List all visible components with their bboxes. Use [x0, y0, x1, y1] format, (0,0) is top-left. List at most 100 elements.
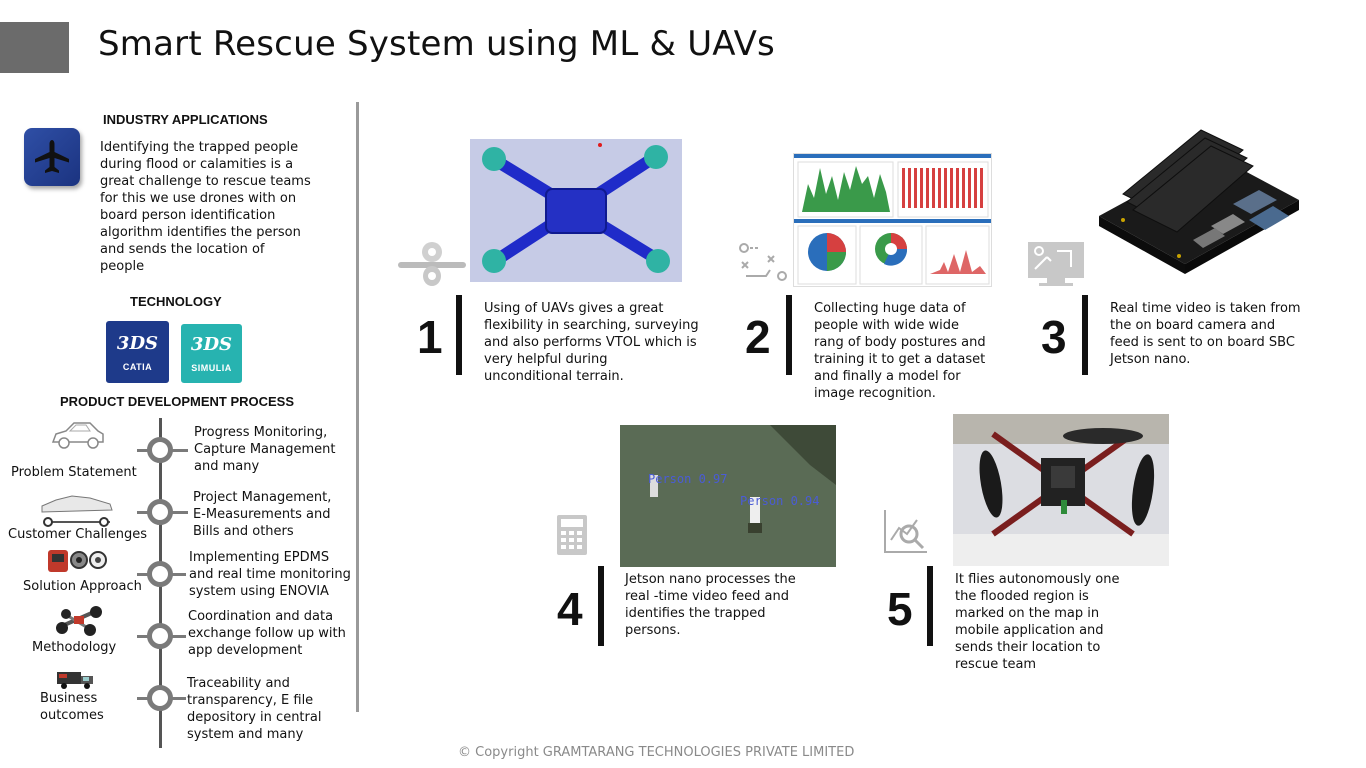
logo-label: SIMULIA [191, 363, 232, 373]
car-body-icon [38, 492, 116, 533]
industry-line: during flood or calamities is a [100, 157, 294, 172]
industry-description: Identifying the trapped people during fl… [100, 139, 350, 275]
process-step-text: Implementing EPDMS and real time monitor… [189, 549, 351, 600]
chassis-icon [54, 602, 106, 643]
step-text: It flies autonomously one the flooded re… [955, 571, 1119, 673]
step-line: Jetson nano. [1110, 352, 1191, 367]
process-line: app development [188, 643, 303, 658]
process-line: Coordination and data [188, 609, 334, 624]
process-step-text: Progress Monitoring, Capture Management … [194, 424, 335, 475]
step-line: Collecting huge data of [814, 301, 966, 316]
step-line: the on board camera and [1110, 318, 1276, 333]
step-number: 1 [417, 311, 443, 363]
industry-line: great challenge to rescue teams [100, 174, 311, 189]
process-step-label: Customer Challenges [8, 527, 148, 542]
step-line: and finally a model for [814, 369, 961, 384]
process-line: transparency, E file [187, 693, 314, 708]
step-line: and also performs VTOL which is [484, 335, 697, 350]
industry-line: board person identification [100, 208, 276, 223]
step-line: very helpful during [484, 352, 608, 367]
step-line: feed is sent to on board SBC [1110, 335, 1295, 350]
process-line: and many [194, 459, 260, 474]
timeline-node [147, 499, 173, 525]
step-line: people with wide wide [814, 318, 960, 333]
process-line: depository in central [187, 710, 322, 725]
step-bar [1082, 295, 1088, 375]
step-bar [598, 566, 604, 646]
process-line: Project Management, [193, 490, 332, 505]
process-step-label: Problem Statement [11, 465, 137, 480]
process-line: E-Measurements and [193, 507, 331, 522]
step-line: It flies autonomously one [955, 572, 1120, 587]
detection-label: Person 0.97 [648, 472, 728, 486]
step-line: identifies the trapped [625, 606, 766, 621]
step-line: flexibility in searching, surveying [484, 318, 699, 333]
jetson-nano-image [1093, 124, 1303, 282]
process-label-line: Business [40, 691, 98, 706]
logo-mark: 3DS [116, 332, 159, 354]
simulia-logo: 3DS SIMULIA [181, 324, 242, 383]
timeline-node [147, 685, 173, 711]
step-line: Real time video is taken from [1110, 301, 1301, 316]
timeline-tick [172, 511, 188, 514]
step-line: training it to get a dataset [814, 352, 986, 367]
process-step-label: Business outcomes [40, 690, 104, 724]
monitor-tools-icon [1027, 241, 1087, 292]
engine-parts-icon [46, 546, 108, 579]
step-line: Jetson nano processes the [625, 572, 796, 587]
technology-heading: TECHNOLOGY [130, 294, 222, 309]
step-bar [456, 295, 462, 375]
calculator-icon [556, 514, 588, 561]
analytics-magnifier-icon [883, 508, 929, 559]
step-line: the flooded region is [955, 589, 1089, 604]
process-line: system using ENOVIA [189, 584, 329, 599]
step-line: marked on the map in [955, 606, 1100, 621]
step-text: Real time video is taken from the on boa… [1110, 300, 1301, 368]
step-number: 4 [557, 583, 583, 635]
process-line: exchange follow up with [188, 626, 346, 641]
process-label-line: outcomes [40, 708, 104, 723]
process-step-text: Traceability and transparency, E file de… [187, 675, 321, 743]
industry-line: Identifying the trapped people [100, 140, 299, 155]
step-number: 2 [745, 311, 771, 363]
step-text: Jetson nano processes the real -time vid… [625, 571, 796, 639]
step-line: sends their location to [955, 640, 1101, 655]
timeline-node [147, 437, 173, 463]
step-line: image recognition. [814, 386, 936, 401]
quadcopter-image [953, 414, 1169, 566]
step-text: Collecting huge data of people with wide… [814, 300, 986, 402]
process-line: Implementing EPDMS [189, 550, 330, 565]
timeline-node [147, 623, 173, 649]
logo-mark: 3DS [190, 334, 233, 355]
process-step-text: Coordination and data exchange follow up… [188, 608, 346, 659]
step-line: mobile application and [955, 623, 1104, 638]
detection-label: Person 0.94 [740, 494, 820, 508]
step-text: Using of UAVs gives a great flexibility … [484, 300, 699, 385]
process-line: system and many [187, 727, 304, 742]
timeline-tick [172, 635, 186, 638]
truck-icon [55, 668, 97, 695]
catia-logo: 3DS CATIA [106, 321, 169, 383]
step-bar [786, 295, 792, 375]
step-line: rang of body postures and [814, 335, 986, 350]
timeline-tick [172, 449, 188, 452]
person-detection-image: Person 0.97 Person 0.94 [620, 425, 836, 567]
industry-line: and sends the location of [100, 242, 265, 257]
industry-line: for this we use drones with on [100, 191, 297, 206]
column-divider [356, 102, 359, 712]
industry-line: people [100, 259, 145, 274]
car-outline-icon [50, 418, 106, 457]
drone-frame-image [470, 139, 682, 282]
industry-heading: INDUSTRY APPLICATIONS [103, 112, 268, 127]
timeline-tick [172, 573, 186, 576]
copyright-text: Copyright GRAMTARANG TECHNOLOGIES PRIVAT… [475, 745, 855, 760]
process-step-label: Methodology [32, 640, 117, 655]
analytics-dashboard-image [793, 153, 992, 287]
step-bar [927, 566, 933, 646]
drone-icon [396, 238, 468, 293]
process-line: Bills and others [193, 524, 294, 539]
process-line: Capture Management [194, 442, 336, 457]
step-number: 5 [887, 583, 913, 635]
title-accent-block [0, 22, 69, 73]
workflow-icon [738, 240, 790, 287]
